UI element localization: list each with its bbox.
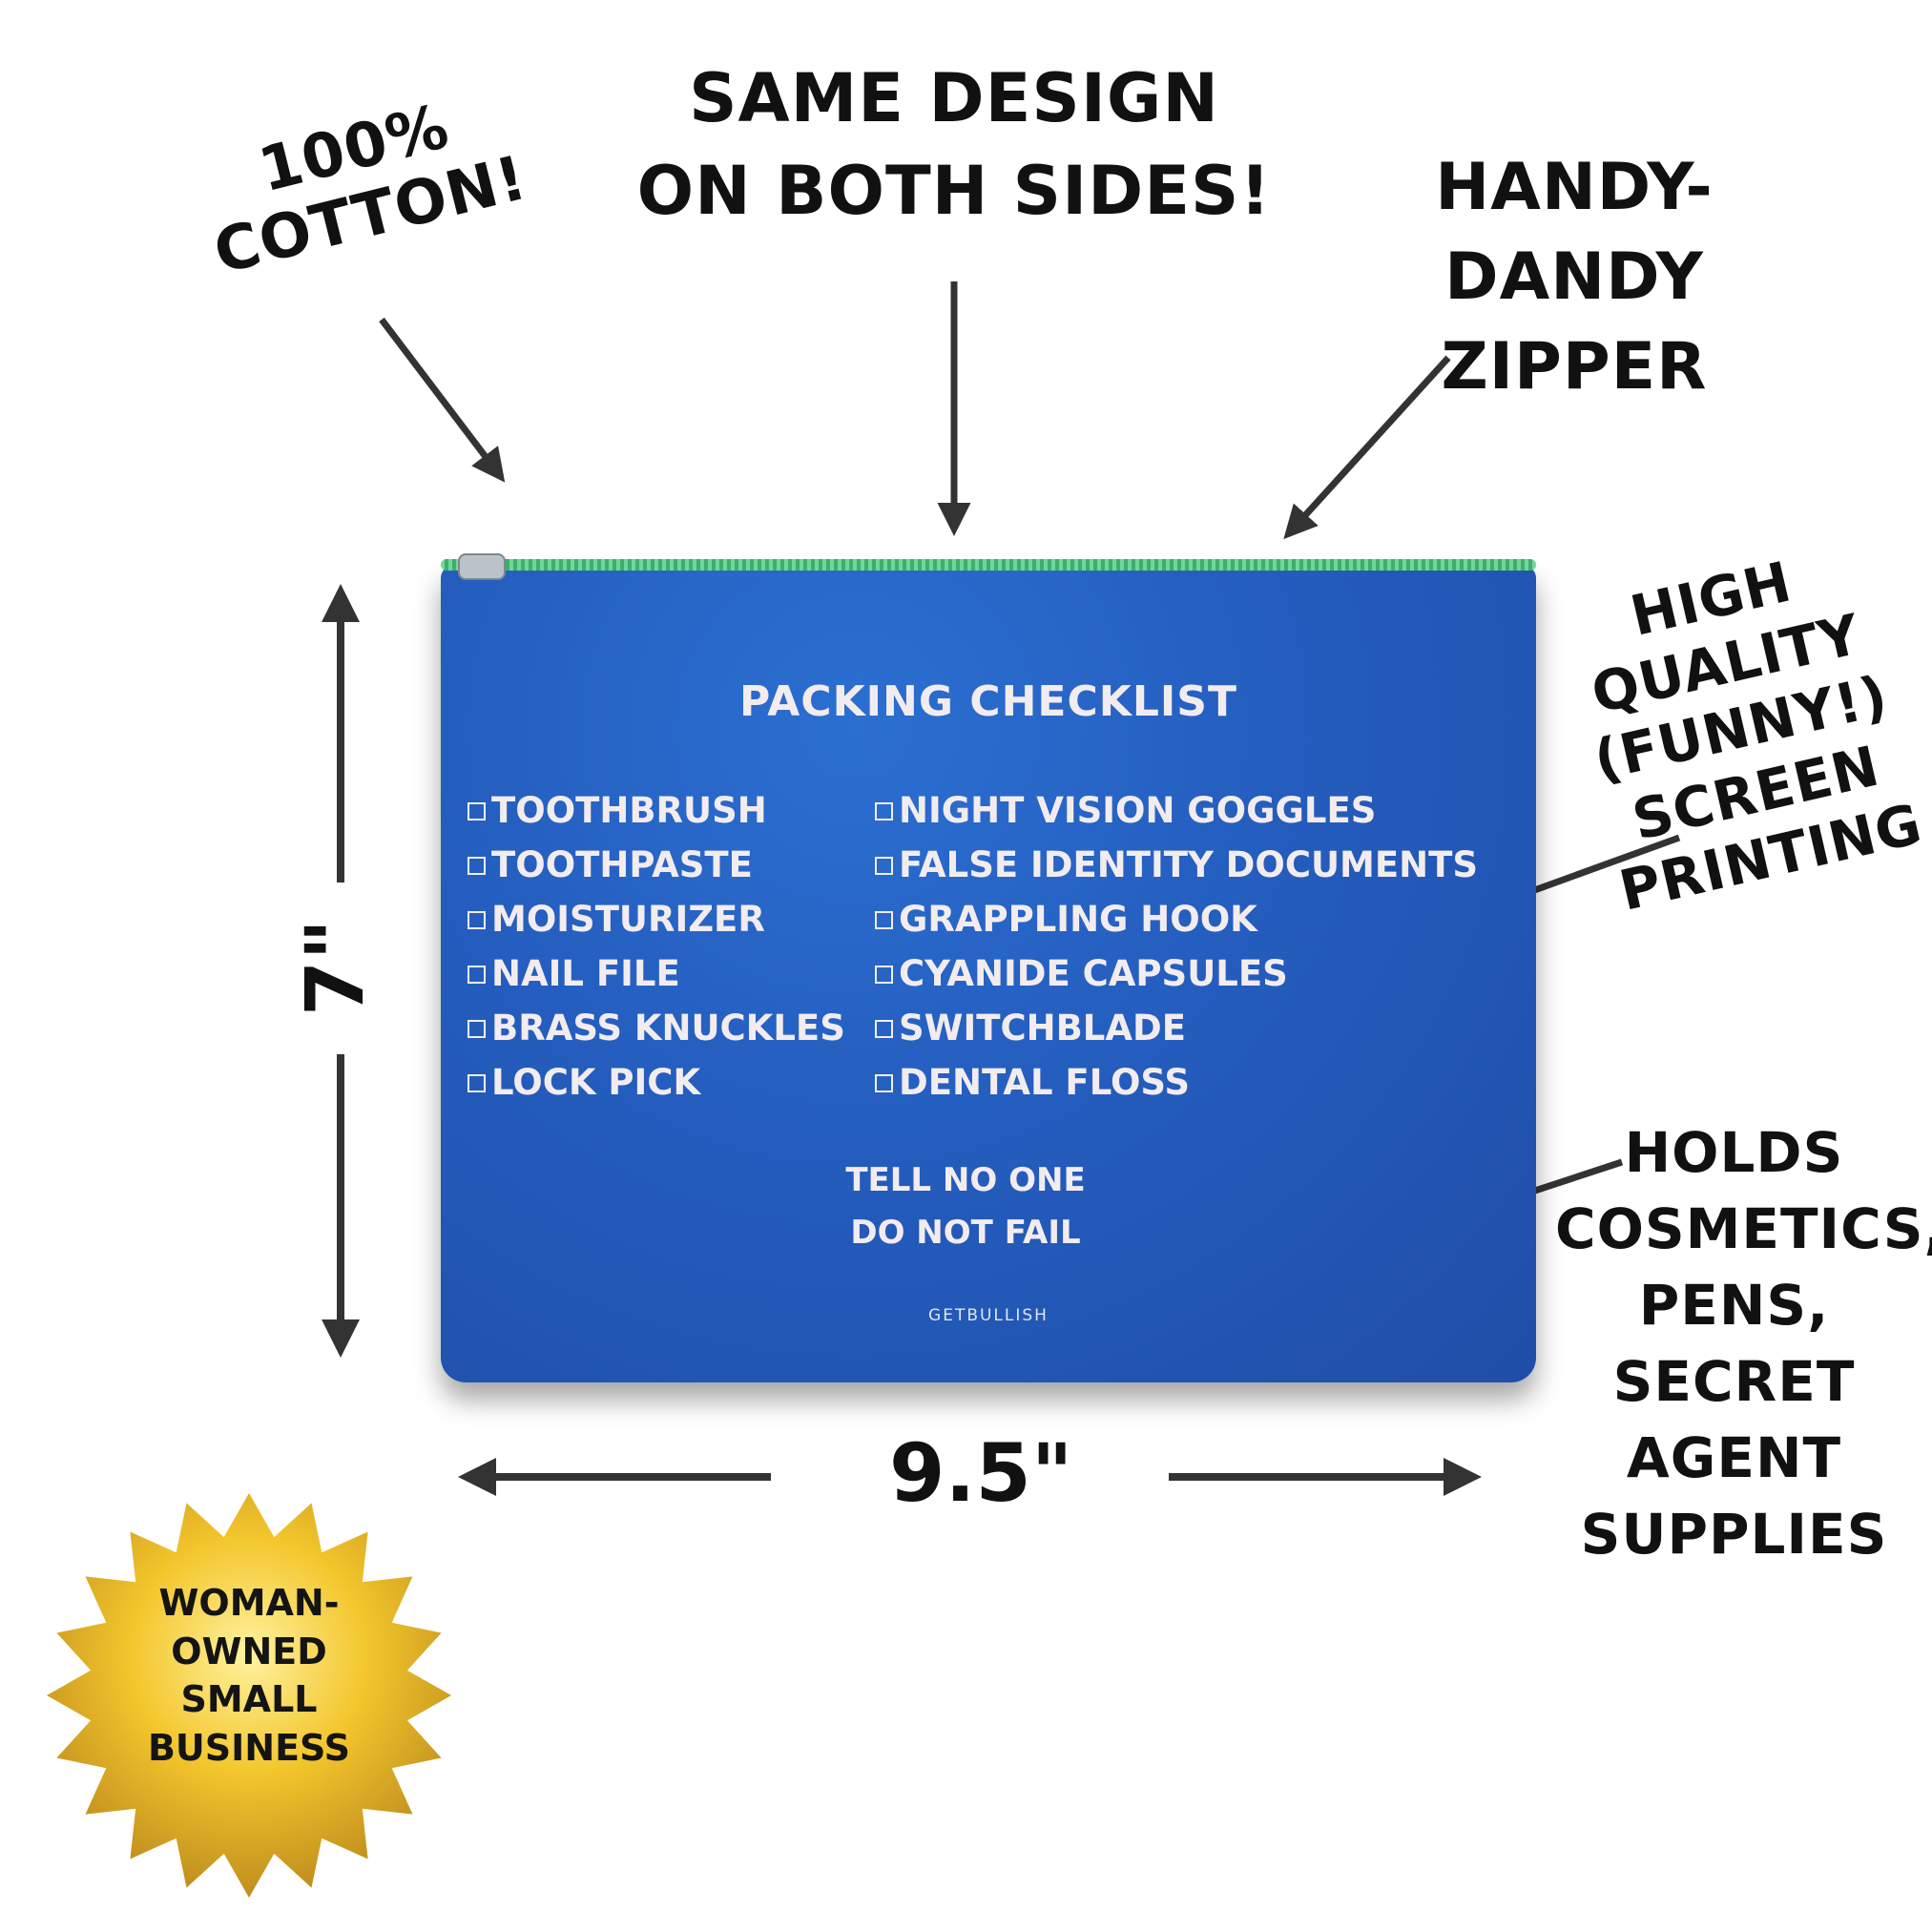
checklist-item: GRAPPLING HOOK xyxy=(875,899,1478,953)
checklist-item: CYANIDE CAPSULES xyxy=(875,953,1478,1008)
checklist-item-label: BRASS KNUCKLES xyxy=(491,1008,845,1049)
checkbox-icon xyxy=(467,966,486,984)
checklist-item: FALSE IDENTITY DOCUMENTS xyxy=(875,844,1478,899)
checklist-item-label: NIGHT VISION GOGGLES xyxy=(899,790,1377,831)
checklist-item: DENTAL FLOSS xyxy=(875,1062,1478,1116)
holds-line-1: HOLDS xyxy=(1624,1120,1844,1185)
checklist-item-label: LOCK PICK xyxy=(491,1062,701,1103)
badge-line-4: BUSINESS xyxy=(147,1726,351,1769)
height-dimension: 7" xyxy=(288,918,383,1017)
checklist-item: SWITCHBLADE xyxy=(875,1008,1478,1062)
checklist-item: NIGHT VISION GOGGLES xyxy=(875,790,1478,844)
checklist-item-label: TOOTHPASTE xyxy=(491,844,753,885)
checklist-item: BRASS KNUCKLES xyxy=(467,1008,845,1062)
brand-label: GETBULLISH xyxy=(928,1306,1049,1325)
checkbox-icon xyxy=(467,802,486,821)
checklist-item-label: DENTAL FLOSS xyxy=(899,1062,1191,1103)
holds-line-4: SECRET xyxy=(1612,1349,1856,1415)
same-design-line-2: ON BOTH SIDES! xyxy=(636,151,1272,230)
starburst-badge-icon xyxy=(47,1493,451,1898)
checkbox-icon xyxy=(467,1074,486,1092)
checklist-right-column: NIGHT VISION GOGGLES FALSE IDENTITY DOCU… xyxy=(875,790,1478,1116)
checkbox-icon xyxy=(875,911,893,929)
cotton-arrow xyxy=(379,317,506,483)
checklist-item-label: SWITCHBLADE xyxy=(899,1008,1186,1049)
checklist-item: LOCK PICK xyxy=(467,1062,845,1116)
motto-line-2: DO NOT FAIL xyxy=(850,1214,1081,1252)
same-design-line-1: SAME DESIGN xyxy=(689,59,1219,137)
motto-line-1: TELL NO ONE xyxy=(845,1161,1086,1199)
checkbox-icon xyxy=(467,911,486,929)
holds-line-2: COSMETICS, xyxy=(1555,1196,1932,1262)
checklist-item-label: NAIL FILE xyxy=(491,953,680,994)
checkbox-icon xyxy=(875,802,893,821)
same-design-callout: SAME DESIGN ON BOTH SIDES! xyxy=(630,52,1278,237)
checklist-left-column: TOOTHBRUSH TOOTHPASTE MOISTURIZER NAIL F… xyxy=(467,790,845,1116)
checkbox-icon xyxy=(875,1020,893,1038)
zipper xyxy=(441,559,1536,571)
checklist-item: TOOTHBRUSH xyxy=(467,790,845,844)
checklist-item-label: FALSE IDENTITY DOCUMENTS xyxy=(899,844,1478,885)
badge-line-1: WOMAN- xyxy=(158,1582,340,1624)
checkbox-icon xyxy=(875,857,893,875)
badge-line-3: SMALL xyxy=(180,1678,318,1721)
zipper-line-3: ZIPPER xyxy=(1441,328,1708,405)
checklist-item: NAIL FILE xyxy=(467,953,845,1008)
holds-line-3: PENS, xyxy=(1638,1273,1830,1339)
zipper-line-1: HANDY- xyxy=(1435,150,1714,225)
woman-owned-badge: WOMAN- OWNED SMALL BUSINESS xyxy=(44,1579,454,1772)
checkbox-icon xyxy=(467,1020,486,1038)
checklist-title: PACKING CHECKLIST xyxy=(739,677,1237,726)
zipper-line-2: DANDY xyxy=(1444,239,1704,315)
checkbox-icon xyxy=(875,1074,893,1092)
checkbox-icon xyxy=(875,966,893,984)
checkbox-icon xyxy=(467,857,486,875)
holds-callout: HOLDS COSMETICS, PENS, SECRET AGENT SUPP… xyxy=(1555,1114,1932,1572)
holds-line-5: AGENT xyxy=(1626,1425,1842,1491)
zipper-pull xyxy=(458,553,506,580)
holds-line-6: SUPPLIES xyxy=(1580,1502,1888,1568)
zipper-callout: HANDY- DANDY ZIPPER xyxy=(1431,143,1717,411)
checklist-item-label: TOOTHBRUSH xyxy=(491,790,767,831)
zipper-arrow xyxy=(1283,355,1451,540)
badge-line-2: OWNED xyxy=(171,1630,327,1672)
checklist-item: TOOTHPASTE xyxy=(467,844,845,899)
checklist-item-label: CYANIDE CAPSULES xyxy=(899,953,1288,994)
checklist-item-label: MOISTURIZER xyxy=(491,899,765,940)
checklist-item-label: GRAPPLING HOOK xyxy=(899,899,1257,940)
pouch: PACKING CHECKLIST TOOTHBRUSH TOOTHPASTE … xyxy=(441,553,1536,1382)
width-dimension: 9.5" xyxy=(889,1426,1073,1520)
checklist-item: MOISTURIZER xyxy=(467,899,845,953)
